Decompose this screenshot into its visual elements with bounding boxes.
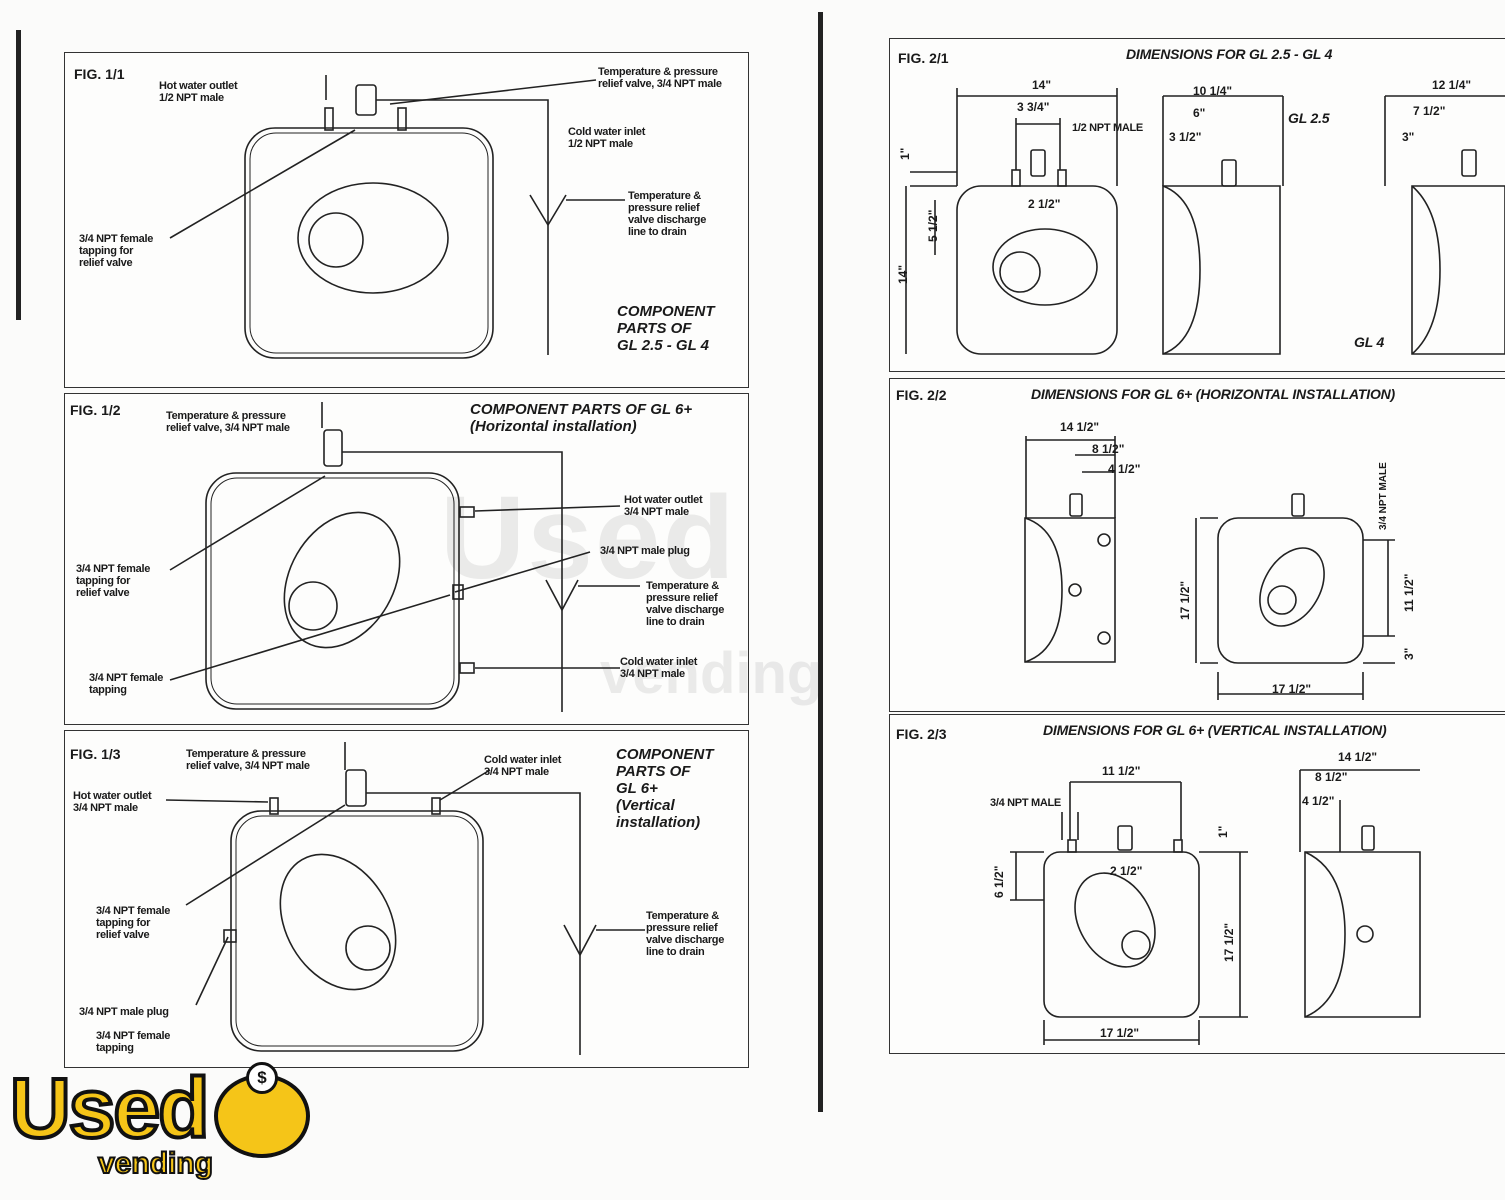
scan-edge-left xyxy=(16,30,21,320)
fig-1-3-cold-inlet-label: Cold water inlet 3/4 NPT male xyxy=(484,754,562,778)
fig-2-2-panel xyxy=(889,378,1505,712)
fig-2-1-npt-label: 1/2 NPT MALE xyxy=(1072,122,1143,134)
fig-2-1-heading: DIMENSIONS FOR GL 2.5 - GL 4 xyxy=(1126,46,1333,62)
gl-4-label: GL 4 xyxy=(1354,334,1385,350)
dim-2-1-2: 2 1/2" xyxy=(1028,197,1061,211)
dim-17-1-2-vertical: 17 1/2" xyxy=(1178,580,1192,620)
dim-1-vertical-fig: 1" xyxy=(1216,825,1230,838)
dim-4-1-2-fig23: 4 1/2" xyxy=(1302,794,1335,808)
dim-8-1-2-fig23: 8 1/2" xyxy=(1315,770,1348,784)
dim-4-1-2: 4 1/2" xyxy=(1108,462,1141,476)
dim-1: 1" xyxy=(898,147,912,160)
fig-1-2-title: FIG. 1/2 xyxy=(70,402,121,418)
dim-12-1-4: 12 1/4" xyxy=(1432,78,1472,92)
dim-10-1-4: 10 1/4" xyxy=(1193,84,1233,98)
logo-vending-text: vending xyxy=(97,1147,214,1181)
dim-14: 14" xyxy=(1032,78,1052,92)
fig-2-3-title: FIG. 2/3 xyxy=(896,726,947,742)
fig-1-1-tp-valve-label: Temperature & pressure relief valve, 3/4… xyxy=(598,66,722,90)
dim-14-1-2-fig23: 14 1/2" xyxy=(1338,750,1378,764)
fig-1-2-cold-inlet-label: Cold water inlet 3/4 NPT male xyxy=(620,656,698,680)
fig-1-1-title: FIG. 1/1 xyxy=(74,66,125,82)
dim-5-1-2: 5 1/2" xyxy=(926,209,940,242)
dim-8-1-2: 8 1/2" xyxy=(1092,442,1125,456)
fig-1-3-title: FIG. 1/3 xyxy=(70,746,121,762)
fig-2-3-npt-label: 3/4 NPT MALE xyxy=(990,797,1061,809)
coin-icon: $ xyxy=(246,1062,278,1094)
fig-1-3-tapping-label: 3/4 NPT female tapping for relief valve xyxy=(96,905,171,941)
fig-1-1-tapping-label: 3/4 NPT female tapping for relief valve xyxy=(79,233,154,269)
dim-3: 3" xyxy=(1402,130,1415,144)
fig-2-3-heading: DIMENSIONS FOR GL 6+ (VERTICAL INSTALLAT… xyxy=(1043,722,1387,738)
dim-2-1-2-fig23: 2 1/2" xyxy=(1110,864,1143,878)
fig-1-1-hot-outlet-label: Hot water outlet 1/2 NPT male xyxy=(159,80,238,104)
fig-1-2-female-tapping-label: 3/4 NPT female tapping xyxy=(89,672,164,696)
dim-14-1-2: 14 1/2" xyxy=(1060,420,1100,434)
fig-1-3-tp-valve-label: Temperature & pressure relief valve, 3/4… xyxy=(186,748,310,772)
fig-1-1-caption: COMPONENT PARTS OF GL 2.5 - GL 4 xyxy=(617,303,715,354)
dim-11-1-2: 11 1/2" xyxy=(1402,573,1416,612)
fig-1-2-heading: COMPONENT PARTS OF GL 6+ (Horizontal ins… xyxy=(470,401,693,435)
page-spine xyxy=(818,12,823,1112)
fig-2-2-npt-label: 3/4 NPT MALE xyxy=(1378,462,1389,530)
logo-used-text: Used xyxy=(8,1061,211,1155)
dim-17-1-2: 17 1/2" xyxy=(1272,682,1312,696)
fig-2-2-title: FIG. 2/2 xyxy=(896,387,947,403)
fig-1-2-tapping-label: 3/4 NPT female tapping for relief valve xyxy=(76,563,151,599)
fig-1-2-discharge-label: Temperature & pressure relief valve disc… xyxy=(646,580,725,628)
fig-1-3-male-plug-label: 3/4 NPT male plug xyxy=(79,1006,169,1018)
fig-2-1-title: FIG. 2/1 xyxy=(898,50,949,66)
fig-1-3-hot-outlet-label: Hot water outlet 3/4 NPT male xyxy=(73,790,152,814)
fig-1-3-discharge-label: Temperature & pressure relief valve disc… xyxy=(646,910,725,958)
dim-17-1-2-fig23: 17 1/2" xyxy=(1100,1026,1140,1040)
dim-11-1-2-top: 11 1/2" xyxy=(1102,764,1141,778)
watermark-vending: vending xyxy=(600,641,823,706)
fig-1-1-cold-inlet-label: Cold water inlet 1/2 NPT male xyxy=(568,126,646,150)
dim-14-vertical: 14" xyxy=(896,264,910,284)
fig-2-3-panel xyxy=(889,714,1505,1054)
dim-3-3-4: 3 3/4" xyxy=(1017,100,1050,114)
dim-6: 6" xyxy=(1193,106,1206,120)
dim-17-1-2-vertical-fig23: 17 1/2" xyxy=(1222,922,1236,962)
dim-3-horizontal-fig: 3" xyxy=(1402,647,1416,660)
fig-1-3-female-tapping-label: 3/4 NPT female tapping xyxy=(96,1030,171,1054)
dim-6-1-2: 6 1/2" xyxy=(992,865,1006,898)
fig-1-2-hot-outlet-label: Hot water outlet 3/4 NPT male xyxy=(624,494,703,518)
fig-1-2-male-plug-label: 3/4 NPT male plug xyxy=(600,545,690,557)
fig-1-3-caption: COMPONENT PARTS OF GL 6+ (Vertical insta… xyxy=(616,746,714,831)
dim-7-1-2: 7 1/2" xyxy=(1413,104,1446,118)
gl-2-5-label: GL 2.5 xyxy=(1288,110,1330,126)
fig-1-2-tp-valve-label: Temperature & pressure relief valve, 3/4… xyxy=(166,410,290,434)
fig-1-1-discharge-label: Temperature & pressure relief valve disc… xyxy=(628,190,707,238)
dim-3-1-2: 3 1/2" xyxy=(1169,130,1202,144)
fig-2-2-heading: DIMENSIONS FOR GL 6+ (HORIZONTAL INSTALL… xyxy=(1031,386,1396,402)
